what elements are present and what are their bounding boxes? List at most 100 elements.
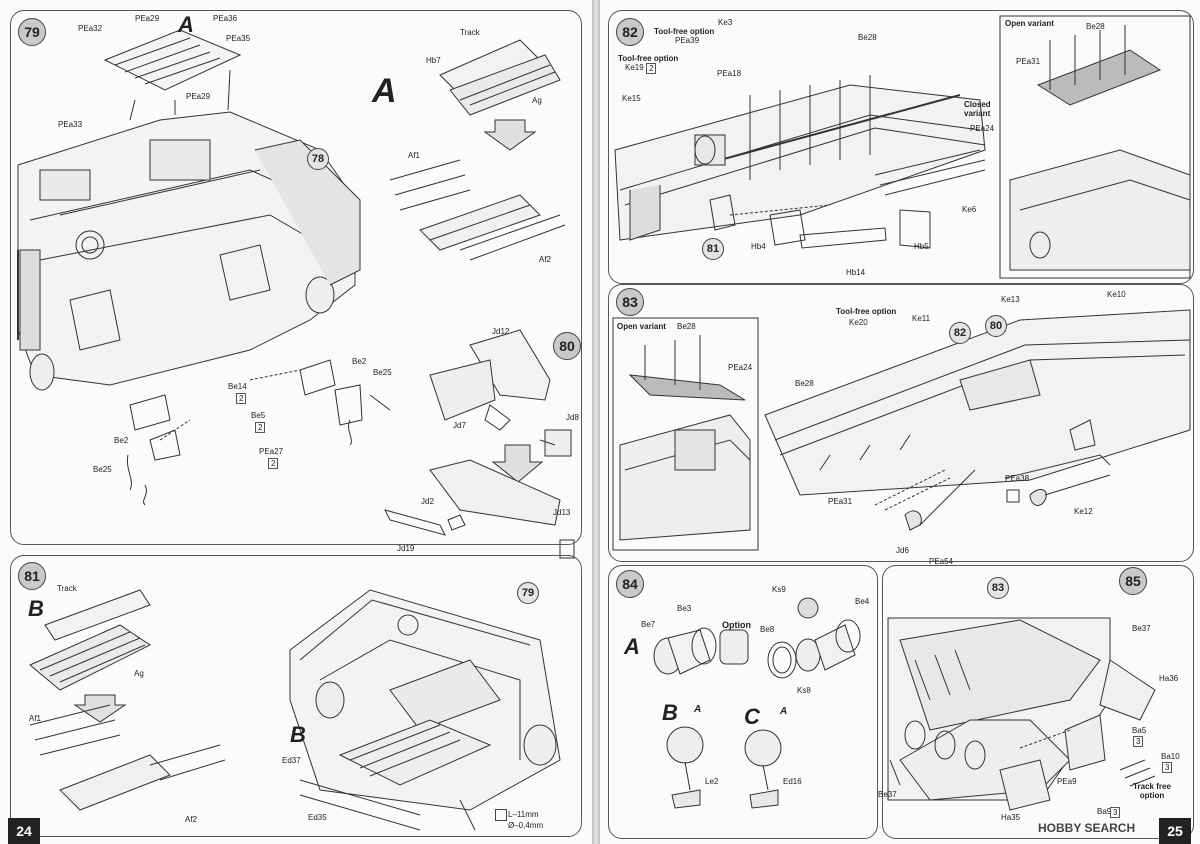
step-85-badge: 85 — [1119, 567, 1147, 595]
part-label: Ed35 — [308, 813, 327, 822]
book-spine — [592, 0, 600, 844]
part-label: Ke12 — [1074, 507, 1093, 516]
part-label: Ke15 — [622, 94, 641, 103]
part-label: PEa31 — [828, 497, 853, 506]
part-label: Track — [460, 28, 480, 37]
variant-a-label: A — [624, 634, 640, 659]
quantity-badge: 3 — [1162, 762, 1173, 773]
part-label: PEa27 — [259, 447, 284, 456]
part-label: Hb14 — [846, 268, 866, 277]
part-label: Be37 — [1132, 624, 1151, 633]
part-label: Be4 — [855, 597, 870, 606]
quantity-badge: 2 — [268, 458, 279, 469]
part-label: Ke19 — [625, 63, 644, 72]
variant-a-label: A — [178, 12, 194, 37]
part-label: Hb4 — [751, 242, 766, 251]
track-free-option-title: Track free option — [1133, 782, 1171, 800]
step-81-reference: 81 — [702, 238, 724, 260]
part-label: Ag — [532, 96, 542, 105]
part-label: Ba5 — [1132, 726, 1147, 735]
part-label: PEa24 — [970, 124, 995, 133]
part-label: Hb7 — [426, 56, 441, 65]
part-label: Ke11 — [912, 314, 931, 323]
part-label: Af2 — [185, 815, 198, 824]
quantity-badge: 2 — [236, 393, 247, 404]
part-label: Af1 — [29, 714, 42, 723]
part-label: Track — [57, 584, 77, 593]
part-label: Ha35 — [1001, 813, 1021, 822]
part-label: Ke13 — [1001, 295, 1020, 304]
part-label: Ba9 — [1097, 807, 1112, 816]
variant-b-sub-a: A — [694, 704, 702, 715]
part-label: Be8 — [760, 625, 775, 634]
instruction-page-left: 79 78 80 81 79 A A B B PEa32 PEa29 PEa36… — [0, 0, 592, 844]
part-label: PEa33 — [58, 120, 83, 129]
part-label: PEa29 — [135, 14, 160, 23]
step-84-badge: 84 — [616, 570, 644, 598]
step-81-badge: 81 — [18, 562, 46, 590]
part-label: Le2 — [705, 777, 719, 786]
step-79-reference: 79 — [517, 582, 539, 604]
part-label: PEa32 — [78, 24, 103, 33]
wire-length: L–11mm — [508, 810, 539, 819]
tool-free-option-title: Tool-free option — [654, 27, 715, 36]
part-label: PEa9 — [1057, 777, 1077, 786]
quantity-badge: 3 — [1133, 736, 1144, 747]
instruction-page-right: 82 81 83 82 80 84 85 83 Tool-free option… — [600, 0, 1200, 844]
part-label: PEa29 — [186, 92, 211, 101]
part-label: PEa18 — [717, 69, 742, 78]
part-label: Ke6 — [962, 205, 977, 214]
part-label: PEa54 — [929, 557, 954, 566]
variant-b-label: B — [662, 700, 678, 725]
quantity-badge: 3 — [1110, 807, 1121, 818]
step-82-frame — [608, 10, 1194, 284]
part-label: Af2 — [539, 255, 552, 264]
part-label: Ke3 — [718, 18, 733, 27]
part-label: PEa36 — [213, 14, 238, 23]
part-label: Be5 — [251, 411, 266, 420]
part-label: Ke10 — [1107, 290, 1126, 299]
part-label: PEa31 — [1016, 57, 1041, 66]
part-label: Ba10 — [1161, 752, 1180, 761]
wire-icon — [495, 809, 507, 821]
step-83-badge: 83 — [616, 288, 644, 316]
closed-variant-title: Closed variant — [964, 100, 991, 118]
part-label: PEa38 — [1005, 474, 1030, 483]
part-label: Be2 — [352, 357, 367, 366]
step-79-frame — [10, 10, 582, 545]
part-label: Be14 — [228, 382, 247, 391]
part-label: Ed16 — [783, 777, 802, 786]
quantity-badge: 2 — [646, 63, 657, 74]
step-84-frame — [608, 565, 878, 839]
part-label: Ke20 — [849, 318, 868, 327]
tool-free-option-title: Tool-free option — [836, 307, 897, 316]
step-79-badge: 79 — [18, 18, 46, 46]
part-label: Be28 — [858, 33, 877, 42]
variant-b-bottom-label: B — [290, 722, 306, 747]
part-label: Af1 — [408, 151, 421, 160]
part-label: Jd13 — [553, 508, 571, 517]
wire-diameter: Ø–0,4mm — [508, 821, 544, 830]
step-78-reference: 78 — [307, 148, 329, 170]
part-label: Ag — [134, 669, 144, 678]
variant-c-sub-a: A — [780, 706, 788, 717]
page-number-right: 25 — [1159, 818, 1191, 844]
variant-c-label: C — [744, 704, 760, 729]
part-label: Jd7 — [453, 421, 466, 430]
part-label: PEa35 — [226, 34, 251, 43]
option-title: Option — [722, 620, 751, 630]
step-82-reference: 82 — [949, 322, 971, 344]
page-number-left: 24 — [8, 818, 40, 844]
part-label: Ha36 — [1159, 674, 1179, 683]
step-81-frame — [10, 555, 582, 837]
tool-free-option-title: Tool-free option — [618, 54, 679, 63]
part-label: Jd2 — [421, 497, 434, 506]
watermark: HOBBY SEARCH — [1038, 821, 1136, 835]
left-page-drawings — [17, 29, 575, 831]
variant-a-large-label: A — [372, 72, 397, 110]
part-label: Be3 — [677, 604, 692, 613]
step-80-badge: 80 — [553, 332, 581, 360]
part-label: Jd19 — [397, 544, 415, 553]
part-label: Jd12 — [492, 327, 510, 336]
step-83-frame — [608, 284, 1194, 562]
